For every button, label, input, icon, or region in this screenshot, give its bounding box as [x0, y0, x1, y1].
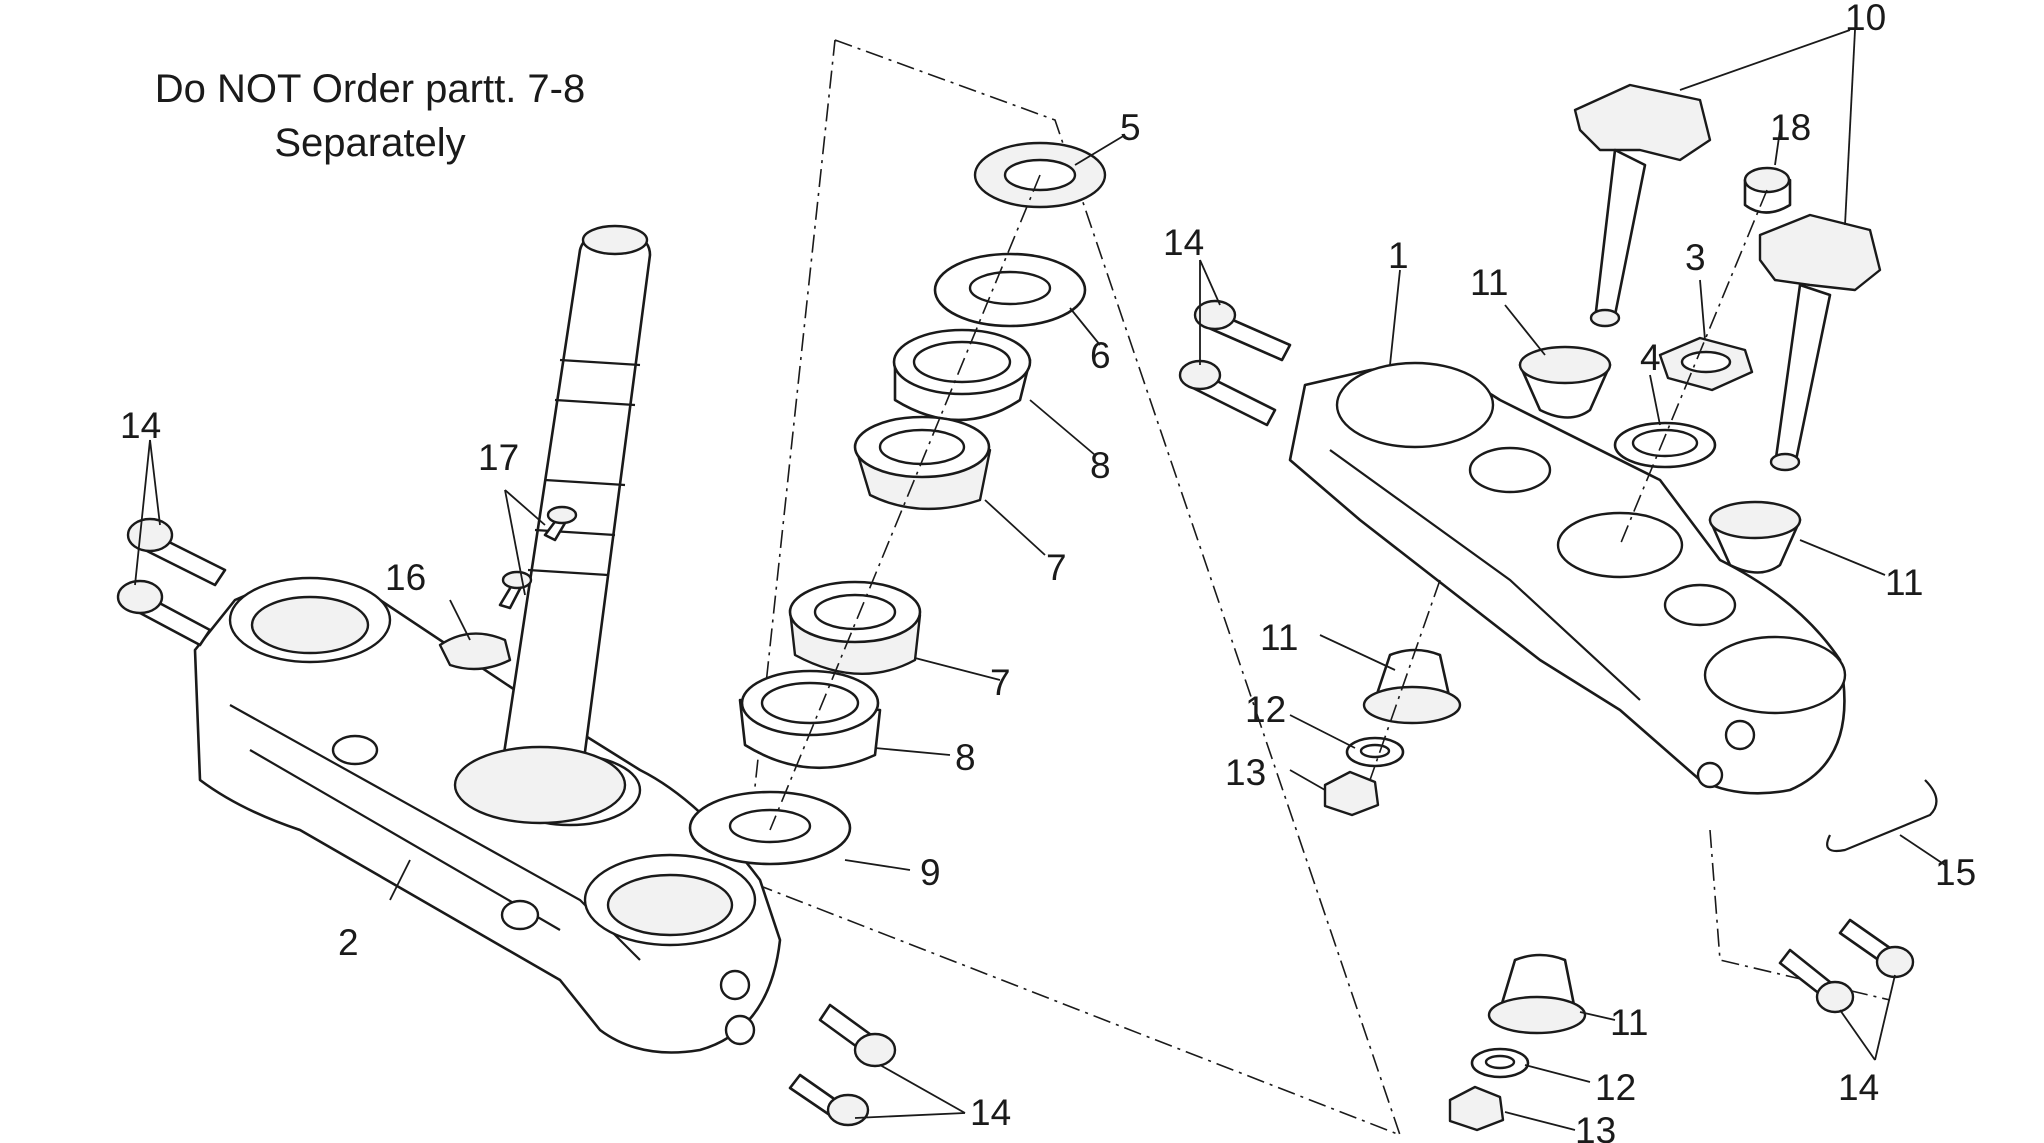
- nut-3: [1658, 336, 1754, 392]
- callout-3: 3: [1685, 237, 1706, 278]
- callout-6: 6: [1090, 335, 1111, 376]
- washer-12-bottom: [1470, 1047, 1530, 1079]
- callout-18: 18: [1770, 107, 1811, 148]
- callout-2: 2: [338, 922, 359, 963]
- order-note-line-1: Do NOT Order partt. 7-8: [154, 67, 586, 111]
- bearing-race-8-upper: [892, 328, 1032, 422]
- callout-16: 16: [385, 557, 426, 598]
- callout-13a: 13: [1225, 752, 1266, 793]
- callout-7b: 7: [990, 662, 1011, 703]
- screw-17-lower: [498, 570, 533, 610]
- callout-4: 4: [1640, 337, 1661, 378]
- callout-17: 17: [478, 437, 519, 478]
- bolt-14-bottom-upper: [818, 1003, 897, 1068]
- upper-triple-clamp: [1288, 361, 1847, 795]
- bolt-14-left-lower: [116, 579, 212, 647]
- callout-10: 10: [1845, 0, 1886, 38]
- callout-14d: 14: [1838, 1067, 1879, 1108]
- spring-clip-15: [1826, 779, 1938, 853]
- callout-11c: 11: [1260, 617, 1298, 658]
- callout-15: 15: [1935, 852, 1976, 893]
- washer-12-middle: [1345, 736, 1405, 768]
- bearing-race-8-lower: [738, 669, 882, 770]
- nut-13-bottom: [1448, 1085, 1505, 1132]
- callout-numbers: 1 2 3 4 5 6 7 7 8 8 9 10 11 11 11 11 12 …: [120, 0, 1976, 1143]
- bolt-14-top-upper: [1193, 299, 1292, 362]
- callout-8b: 8: [955, 737, 976, 778]
- handlebar-10-left: [1573, 83, 1712, 328]
- bolt-14-left-upper: [126, 517, 227, 587]
- bolt-14-right-upper: [1838, 918, 1915, 979]
- bushing-11-bottom: [1487, 953, 1587, 1035]
- bushing-11-top: [1518, 345, 1612, 419]
- callout-1: 1: [1388, 235, 1409, 276]
- leader-lines: [134, 29, 1946, 1131]
- callout-8a: 8: [1090, 445, 1111, 486]
- callout-14a: 14: [120, 405, 161, 446]
- bolt-14-top-lower: [1178, 359, 1277, 427]
- bearing-7-upper: [853, 415, 992, 511]
- callout-12a: 12: [1245, 689, 1286, 730]
- handlebar-10-right: [1758, 213, 1882, 472]
- bearing-7-lower: [788, 580, 922, 675]
- bushing-11-right: [1708, 500, 1802, 574]
- screw-17-upper: [543, 505, 578, 542]
- callout-12b: 12: [1595, 1067, 1636, 1108]
- clip-16: [438, 632, 512, 671]
- nut-13-middle: [1323, 770, 1380, 817]
- washer-4: [1613, 421, 1717, 469]
- order-note-line-2: Separately: [274, 121, 466, 165]
- callout-14c: 14: [1163, 222, 1204, 263]
- callout-11a: 11: [1470, 262, 1508, 303]
- callout-14b: 14: [970, 1092, 1011, 1133]
- callout-7a: 7: [1046, 547, 1067, 588]
- callout-9: 9: [920, 852, 941, 893]
- assembly-frame-left: [744, 39, 1402, 1137]
- callout-11b: 11: [1885, 562, 1923, 603]
- callout-11d: 11: [1610, 1002, 1648, 1043]
- dust-seal-6: [933, 252, 1087, 328]
- cap-18: [1743, 166, 1792, 214]
- callout-13b: 13: [1575, 1110, 1616, 1143]
- bushing-11-middle: [1362, 648, 1462, 725]
- callout-5: 5: [1120, 107, 1141, 148]
- bolt-14-right-lower: [1778, 948, 1855, 1014]
- order-note: Do NOT Order partt. 7-8 Separately: [100, 62, 640, 170]
- stack-axis-line: [769, 174, 1041, 831]
- bushing-axis-line: [1369, 579, 1441, 781]
